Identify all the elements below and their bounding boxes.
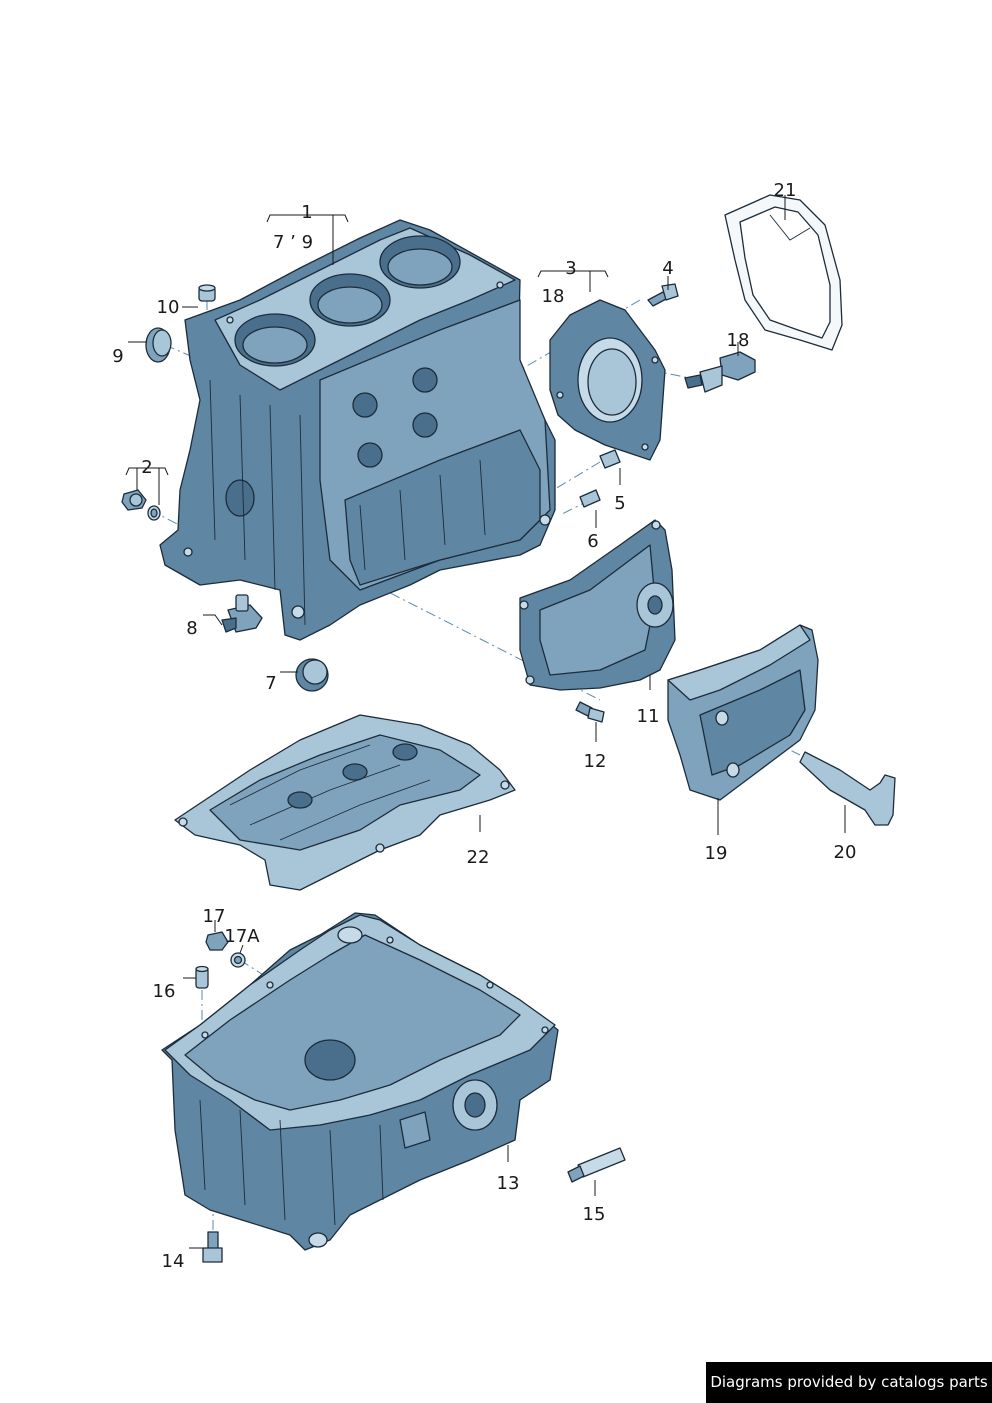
callout-3: 3 (565, 258, 576, 279)
callout-8: 8 (186, 618, 197, 639)
callout-18: 18 (727, 330, 750, 351)
part-20-hose (799, 751, 896, 826)
part-15-sealant-tube (567, 1147, 626, 1183)
part-17-drain-plug (205, 931, 229, 951)
part-16-dowel-sleeve (195, 965, 209, 989)
callout-17a: 17A (224, 926, 260, 947)
callout-7: 7 (265, 673, 276, 694)
part-3-sealing-flange (549, 299, 666, 461)
part-10-dowel-sleeve (198, 284, 216, 302)
part-21-gasket (724, 194, 843, 351)
part-19-cover (667, 624, 819, 801)
callout-labels: 1 7 ’ 9 3 18 4 21 18 10 9 2 5 6 8 7 11 1… (112, 180, 856, 1272)
part-5-dowel-pin (599, 449, 621, 469)
part-7-sealing-cap (295, 658, 329, 692)
callout-3-sub: 18 (542, 286, 565, 307)
callout-5: 5 (614, 493, 625, 514)
callout-1-sub: 7 ’ 9 (273, 232, 313, 253)
part-6-guide-sleeve (579, 489, 601, 508)
callout-2: 2 (141, 457, 152, 478)
part-11-cover (519, 519, 676, 691)
callout-21: 21 (774, 180, 797, 201)
part-1-cylinder-block (159, 219, 556, 641)
callout-14: 14 (162, 1251, 185, 1272)
callout-12: 12 (584, 751, 607, 772)
callout-17: 17 (203, 906, 226, 927)
part-18-sender (684, 351, 756, 393)
callout-1: 1 (301, 202, 312, 223)
part-22-baffle-plate (174, 714, 516, 891)
callout-6: 6 (587, 531, 598, 552)
callout-15: 15 (583, 1204, 606, 1225)
part-9-sealing-plug (145, 327, 172, 363)
callout-13: 13 (497, 1173, 520, 1194)
callout-4: 4 (662, 258, 673, 279)
callout-22: 22 (467, 847, 490, 868)
part-2-screw-plug-and-seal (121, 489, 161, 521)
part-17a-seal-ring (230, 952, 246, 968)
leader-lines (125, 195, 846, 1249)
callout-20: 20 (834, 842, 857, 863)
part-8-oil-pressure-switch (221, 594, 263, 633)
part-4-bolt (647, 283, 679, 307)
callout-9: 9 (112, 346, 123, 367)
callout-16: 16 (153, 981, 176, 1002)
callout-11: 11 (637, 706, 660, 727)
callout-19: 19 (705, 843, 728, 864)
part-13-oil-sump (161, 912, 559, 1251)
part-14-bolt (202, 1231, 223, 1263)
callout-10: 10 (157, 297, 180, 318)
credit-banner: Diagrams provided by catalogs parts (706, 1362, 992, 1403)
part-12-bolt (575, 701, 605, 723)
